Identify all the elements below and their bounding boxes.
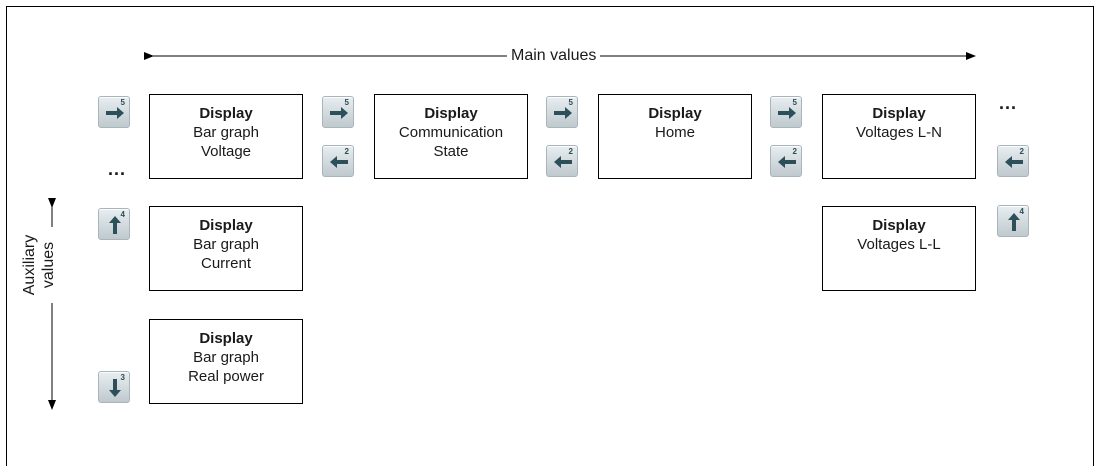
key-number: 5 bbox=[568, 98, 573, 107]
display-home: Display Home bbox=[598, 94, 752, 179]
arrow-right-icon bbox=[106, 107, 124, 119]
box-line: Home bbox=[654, 124, 695, 141]
right-key-button[interactable]: 5 bbox=[322, 96, 354, 128]
key-number: 2 bbox=[568, 147, 573, 156]
left-key-button[interactable]: 2 bbox=[546, 145, 578, 177]
key-number: 2 bbox=[344, 147, 349, 156]
arrow-down-icon bbox=[109, 379, 121, 397]
box-line: Bar graph bbox=[193, 349, 259, 366]
box-line: Bar graph bbox=[193, 236, 259, 253]
display-voltages-l-l: Display Voltages L-L bbox=[822, 206, 976, 291]
key-number: 2 bbox=[1019, 147, 1024, 156]
box-line: Real power bbox=[188, 368, 264, 385]
key-number: 5 bbox=[344, 98, 349, 107]
auxiliary-values-label-line-2: values bbox=[40, 241, 57, 289]
auxiliary-values-label-line-1: Auxiliary bbox=[21, 234, 38, 296]
box-line: Voltages L-N bbox=[856, 124, 942, 141]
right-key-button[interactable]: 5 bbox=[770, 96, 802, 128]
box-title: Display bbox=[199, 105, 253, 122]
main-values-label: Main values bbox=[507, 46, 601, 66]
arrow-up-icon bbox=[109, 216, 121, 234]
more-left-indicator: ... bbox=[108, 159, 127, 179]
up-key-button[interactable]: 4 bbox=[997, 205, 1029, 237]
display-communication-state: Display Communication State bbox=[374, 94, 528, 179]
box-title: Display bbox=[872, 105, 926, 122]
right-key-button[interactable]: 5 bbox=[546, 96, 578, 128]
display-bar-graph-real-power: Display Bar graph Real power bbox=[149, 319, 303, 404]
arrow-right-icon bbox=[778, 107, 796, 119]
box-line: State bbox=[433, 143, 469, 160]
display-bar-graph-voltage: Display Bar graph Voltage bbox=[149, 94, 303, 179]
key-number: 3 bbox=[120, 373, 125, 382]
down-key-button[interactable]: 3 bbox=[98, 371, 130, 403]
key-number: 5 bbox=[792, 98, 797, 107]
arrow-up-icon bbox=[1008, 213, 1020, 231]
box-line: Bar graph bbox=[193, 124, 259, 141]
arrow-right-icon bbox=[554, 107, 572, 119]
key-number: 2 bbox=[792, 147, 797, 156]
box-title: Display bbox=[424, 105, 478, 122]
left-key-button[interactable]: 2 bbox=[770, 145, 802, 177]
up-key-button[interactable]: 4 bbox=[98, 208, 130, 240]
box-title: Display bbox=[872, 217, 926, 234]
arrow-left-icon bbox=[778, 156, 796, 168]
key-number: 5 bbox=[120, 98, 125, 107]
box-line: Current bbox=[200, 255, 252, 272]
box-line: Communication bbox=[398, 124, 504, 141]
left-key-button[interactable]: 2 bbox=[997, 145, 1029, 177]
arrow-right-icon bbox=[330, 107, 348, 119]
box-line: Voltage bbox=[200, 143, 252, 160]
box-line: Voltages L-L bbox=[857, 236, 941, 253]
box-title: Display bbox=[199, 217, 253, 234]
left-key-button[interactable]: 2 bbox=[322, 145, 354, 177]
key-number: 4 bbox=[1019, 207, 1024, 216]
diagram-frame bbox=[6, 6, 1094, 466]
more-right-indicator: ... bbox=[999, 93, 1018, 113]
box-title: Display bbox=[648, 105, 702, 122]
key-number: 4 bbox=[120, 210, 125, 219]
auxiliary-values-label: Auxiliary values bbox=[20, 227, 60, 303]
display-bar-graph-current: Display Bar graph Current bbox=[149, 206, 303, 291]
right-key-button[interactable]: 5 bbox=[98, 96, 130, 128]
box-title: Display bbox=[199, 330, 253, 347]
arrow-left-icon bbox=[554, 156, 572, 168]
arrow-left-icon bbox=[330, 156, 348, 168]
arrow-left-icon bbox=[1005, 156, 1023, 168]
display-voltages-l-n: Display Voltages L-N bbox=[822, 94, 976, 179]
